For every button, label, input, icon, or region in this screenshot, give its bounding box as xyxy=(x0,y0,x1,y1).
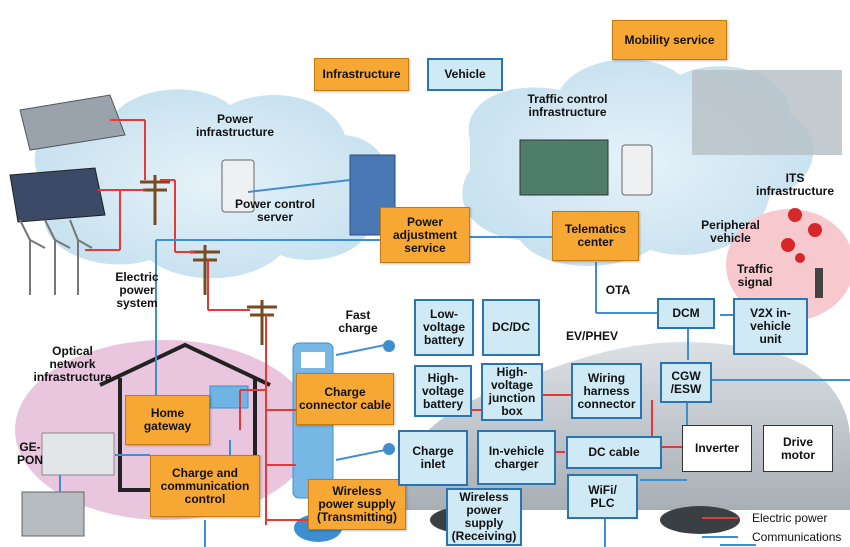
label-optical-network-infrastructure: Optical network infrastructure xyxy=(33,344,112,384)
label-ev-phev: EV/PHEV xyxy=(565,329,619,343)
high-voltage-junction-box: High- voltage junction box xyxy=(481,363,543,421)
power-plant-icon xyxy=(19,94,126,151)
charge-communication-control-box: Charge and communication control xyxy=(150,455,260,517)
in-vehicle-charger-box: In-vehicle charger xyxy=(477,430,556,485)
home-gateway-box: Home gateway xyxy=(125,395,210,445)
smart-meter-icon xyxy=(209,385,249,409)
wireless-power-supply-transmitting-box: Wireless power supply (Transmitting) xyxy=(308,479,406,530)
traffic-signal-icon xyxy=(815,268,823,298)
drive-motor-box: Drive motor xyxy=(763,425,833,472)
utility-pole-icon xyxy=(140,175,277,345)
dcm-box: DCM xyxy=(657,298,715,329)
cgw-esw-box: CGW /ESW xyxy=(660,362,712,403)
charger-screen xyxy=(301,352,325,368)
label-electric-power-system: Electric power system xyxy=(115,270,159,310)
label-traffic-signal: Traffic signal xyxy=(736,262,773,289)
telematics-center-box: Telematics center xyxy=(552,211,639,261)
wind-turbine-icon xyxy=(19,219,93,295)
inverter-box: Inverter xyxy=(682,425,752,472)
legend-infrastructure: Infrastructure xyxy=(314,58,409,91)
wiring-harness-connector-box: Wiring harness connector xyxy=(571,363,642,419)
legend-communications-label: Communications xyxy=(752,530,842,544)
charge-plug-icon xyxy=(383,443,395,455)
charge-inlet-box: Charge inlet xyxy=(398,430,468,486)
ge-pon-device-icon xyxy=(41,432,115,476)
dc-dc-box: DC/DC xyxy=(482,299,540,356)
control-room-icon xyxy=(519,139,609,196)
car-icon xyxy=(781,208,822,263)
rack-server-icon xyxy=(21,491,85,537)
wireless-power-supply-receiving-box: Wireless power supply (Receiving) xyxy=(446,488,522,546)
intersection-icon xyxy=(692,70,842,155)
server-icon xyxy=(221,159,255,213)
label-ota: OTA xyxy=(605,283,631,297)
fast-charge-plug-icon xyxy=(383,340,395,352)
communication-lines xyxy=(59,179,850,547)
v2x-in-vehicle-unit-box: V2X in- vehicle unit xyxy=(733,298,808,355)
low-voltage-battery-box: Low- voltage battery xyxy=(414,299,474,356)
mobility-service-box: Mobility service xyxy=(612,20,727,60)
dc-cable-box: DC cable xyxy=(566,436,662,469)
label-power-infrastructure: Power infrastructure xyxy=(195,112,275,139)
label-peripheral-vehicle: Peripheral vehicle xyxy=(701,218,760,245)
high-voltage-battery-box: High- voltage battery xyxy=(414,365,472,417)
power-adjustment-service-box: Power adjustment service xyxy=(380,207,470,263)
power-infrastructure-cloud xyxy=(34,89,388,279)
label-ge-pon: GE- PON xyxy=(16,440,43,467)
ev-front-wheel xyxy=(660,506,740,534)
legend-electric-power-label: Electric power xyxy=(752,511,828,525)
legend-vehicle: Vehicle xyxy=(427,58,503,91)
charge-connector-cable-box: Charge connector cable xyxy=(296,373,394,425)
label-its-infrastructure: ITS infrastructure xyxy=(755,171,835,198)
wifi-plc-box: WiFi/ PLC xyxy=(567,474,638,519)
solar-panel-icon xyxy=(9,167,106,223)
label-traffic-control-infrastructure: Traffic control infrastructure xyxy=(527,92,608,119)
label-fast-charge: Fast charge xyxy=(338,308,378,335)
traffic-server-icon xyxy=(621,144,653,196)
label-power-control-server: Power control server xyxy=(234,197,315,224)
